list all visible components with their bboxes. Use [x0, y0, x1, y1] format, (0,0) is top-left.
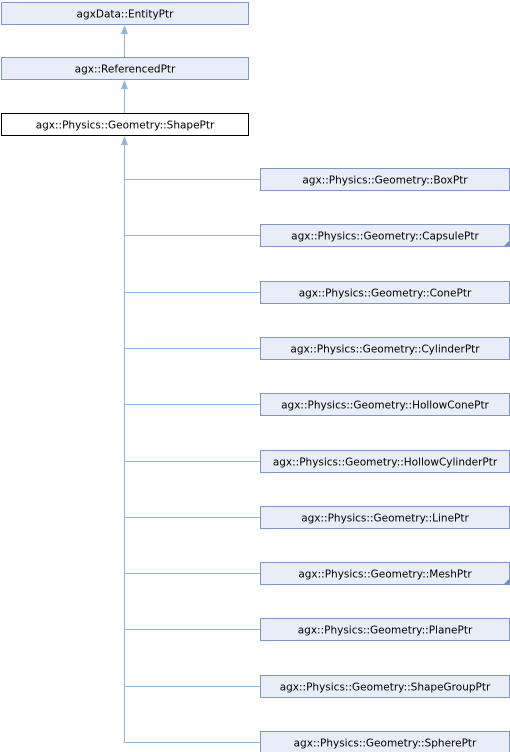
child-class-line-label: agx::Physics::Geometry::LinePtr: [301, 513, 469, 525]
child-class-capsule[interactable]: agx::Physics::Geometry::CapsulePtr: [260, 224, 510, 247]
child-class-cylinder[interactable]: agx::Physics::Geometry::CylinderPtr: [260, 337, 510, 360]
child-class-plane[interactable]: agx::Physics::Geometry::PlanePtr: [260, 618, 510, 641]
ancestor-entity-box: [1, 2, 249, 25]
child-class-mesh-more-indicator: [503, 578, 510, 585]
child-class-mesh-label: agx::Physics::Geometry::MeshPtr: [298, 569, 472, 581]
ancestor-referenced[interactable]: agx::ReferencedPtr: [1, 57, 249, 80]
ancestor-referenced-label: agx::ReferencedPtr: [75, 64, 176, 76]
child-class-hollow-cone[interactable]: agx::Physics::Geometry::HollowConePtr: [260, 393, 510, 416]
ancestor-entity-label: agxData::EntityPtr: [77, 9, 175, 21]
child-class-hollow-cone-label: agx::Physics::Geometry::HollowConePtr: [281, 400, 489, 412]
current-class-shape-box: [1, 113, 249, 136]
child-class-plane-label: agx::Physics::Geometry::PlanePtr: [298, 625, 473, 637]
inheritance-arrow: [121, 80, 128, 89]
child-class-hollow-cylinder[interactable]: agx::Physics::Geometry::HollowCylinderPt…: [260, 450, 510, 473]
inheritance-arrow: [121, 136, 128, 145]
child-class-box[interactable]: agx::Physics::Geometry::BoxPtr: [260, 168, 510, 191]
child-class-shape-group[interactable]: agx::Physics::Geometry::ShapeGroupPtr: [260, 675, 510, 698]
child-class-cone[interactable]: agx::Physics::Geometry::ConePtr: [260, 281, 510, 304]
inheritance-arrow: [121, 25, 128, 34]
child-class-sphere[interactable]: agx::Physics::Geometry::SpherePtr: [260, 731, 510, 752]
child-class-capsule-more-indicator: [503, 240, 510, 247]
child-class-capsule-label: agx::Physics::Geometry::CapsulePtr: [291, 231, 479, 243]
child-class-cone-label: agx::Physics::Geometry::ConePtr: [299, 288, 472, 300]
ancestor-referenced-box: [1, 57, 249, 80]
ancestor-entity[interactable]: agxData::EntityPtr: [1, 2, 249, 25]
child-class-mesh[interactable]: agx::Physics::Geometry::MeshPtr: [260, 562, 510, 585]
child-class-box-label: agx::Physics::Geometry::BoxPtr: [302, 175, 468, 187]
child-class-hollow-cylinder-label: agx::Physics::Geometry::HollowCylinderPt…: [273, 457, 498, 469]
inheritance-edges: [121, 25, 261, 743]
child-class-sphere-label: agx::Physics::Geometry::SpherePtr: [294, 738, 477, 750]
current-class-shape[interactable]: agx::Physics::Geometry::ShapePtr: [1, 113, 249, 136]
child-class-cylinder-label: agx::Physics::Geometry::CylinderPtr: [290, 344, 480, 356]
child-class-line[interactable]: agx::Physics::Geometry::LinePtr: [260, 506, 510, 529]
current-class-shape-label: agx::Physics::Geometry::ShapePtr: [36, 120, 215, 132]
child-class-shape-group-label: agx::Physics::Geometry::ShapeGroupPtr: [280, 682, 491, 694]
